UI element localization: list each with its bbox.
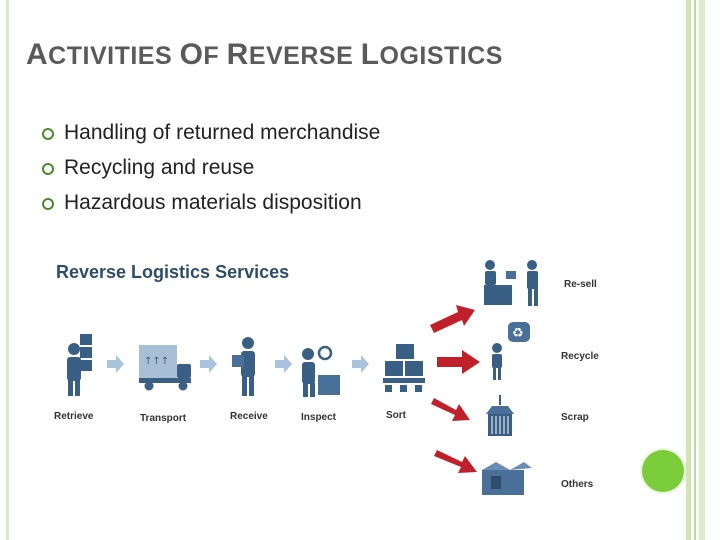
svg-text:♻: ♻ [512, 326, 524, 341]
outcome-arrow-icon [430, 305, 480, 473]
step-label-inspect: Inspect [301, 412, 337, 423]
recycle-icon: ♻ [492, 322, 530, 380]
person-carrying-boxes-icon [67, 334, 92, 396]
bullet-list: Handling of returned merchandise Recycli… [42, 118, 380, 223]
person-receiving-box-icon [232, 337, 255, 396]
flow-arrow-icon [107, 355, 369, 373]
resell-people-icon [484, 260, 538, 306]
diagram-title: Reverse Logistics Services [56, 262, 290, 282]
step-label-retrieve: Retrieve [54, 411, 94, 422]
slide-right-stripes [686, 0, 710, 540]
outcome-label-scrap: Scrap [561, 412, 589, 423]
outcome-label-others: Others [561, 479, 594, 490]
bullet-circle-icon [42, 128, 54, 140]
inspector-magnifier-icon [302, 345, 340, 397]
pallet-boxes-icon [383, 344, 425, 392]
step-label-receive: Receive [230, 411, 268, 422]
bullet-item: Handling of returned merchandise [42, 118, 380, 153]
slide-title: ACTIVITIES OF REVERSE LOGISTICS [26, 38, 503, 71]
outcome-label-recycle: Recycle [561, 351, 599, 362]
truck-icon: ↑↑↑ [139, 345, 191, 391]
bullet-item: Hazardous materials disposition [42, 188, 380, 223]
open-box-icon [482, 462, 532, 495]
bullet-circle-icon [42, 198, 54, 210]
step-label-transport: Transport [140, 413, 187, 424]
step-label-sort: Sort [386, 410, 406, 421]
svg-text:↑↑↑: ↑↑↑ [144, 356, 169, 367]
decorative-green-circle [642, 450, 684, 492]
scrap-container-icon [486, 395, 514, 436]
bullet-circle-icon [42, 163, 54, 175]
outcome-label-resell: Re-sell [564, 279, 597, 290]
bullet-item: Recycling and reuse [42, 153, 380, 188]
slide-left-border [6, 0, 9, 540]
